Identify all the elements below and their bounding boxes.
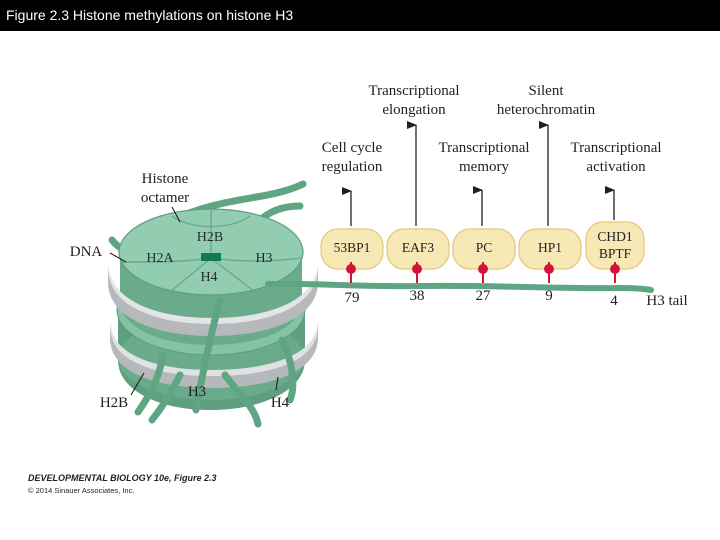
- octamer-h2b-label: H2B: [197, 230, 223, 245]
- credit-line-1: DEVELOPMENTAL BIOLOGY 10e, Figure 2.3: [28, 473, 217, 483]
- function-transcriptional-memory-line2: memory: [459, 159, 509, 175]
- function-transcriptional-memory-line1: Transcriptional: [438, 140, 529, 156]
- figure-title: Figure 2.3 Histone methylations on histo…: [6, 7, 294, 23]
- dna-label: DNA: [70, 244, 103, 260]
- bottom-h4-label: H4: [271, 395, 290, 411]
- methyl-mark-4: [610, 262, 620, 283]
- reader-box-pc: PC: [452, 228, 516, 270]
- residue-79: 79: [345, 290, 360, 306]
- title-bar: Figure 2.3 Histone methylations on histo…: [0, 0, 720, 31]
- methyl-mark-38: [412, 262, 422, 283]
- reader-hp1-label: HP1: [538, 240, 562, 255]
- reader-pc-label: PC: [476, 240, 493, 255]
- reader-bptf-label: BPTF: [599, 246, 632, 261]
- function-cell-cycle-line1: Cell cycle: [322, 140, 383, 156]
- methyl-mark-27: [478, 262, 488, 283]
- function-transcriptional-activation-line1: Transcriptional: [570, 140, 661, 156]
- h3-tail-label: H3 tail: [646, 293, 687, 309]
- function-transcriptional-activation-line2: activation: [586, 159, 646, 175]
- residue-4: 4: [610, 293, 618, 309]
- function-silent-heterochromatin-line2: heterochromatin: [497, 102, 596, 118]
- residue-9: 9: [545, 288, 553, 304]
- residue-27: 27: [476, 288, 492, 304]
- nucleosome: H2B H2A H3 H4: [108, 208, 318, 410]
- function-arrows: [342, 121, 615, 226]
- leader-lines: [109, 206, 279, 396]
- histone-octamer-label-line2: octamer: [141, 190, 189, 206]
- methyl-mark-9: [544, 262, 554, 283]
- residue-38: 38: [410, 288, 425, 304]
- reader-box-hp1: HP1: [518, 228, 582, 270]
- reader-box-53bp1: 53BP1: [320, 228, 384, 270]
- reader-eaf3-label: EAF3: [402, 240, 435, 255]
- h3-tail-strand: [265, 280, 654, 293]
- reader-box-chd1-bptf: CHD1 BPTF: [585, 221, 645, 270]
- reader-53bp1-label: 53BP1: [334, 240, 371, 255]
- octamer-h3-label: H3: [255, 251, 272, 266]
- octamer-h4-label: H4: [200, 270, 217, 285]
- reader-box-eaf3: EAF3: [386, 228, 450, 270]
- function-transcriptional-elongation-line1: Transcriptional: [368, 83, 459, 99]
- bottom-h2b-label: H2B: [100, 395, 128, 411]
- histone-octamer-label-line1: Histone: [142, 171, 189, 187]
- function-silent-heterochromatin-line1: Silent: [528, 83, 564, 99]
- reader-chd1-label: CHD1: [597, 229, 632, 244]
- credit-line-2: © 2014 Sinauer Associates, Inc.: [28, 486, 135, 495]
- figure-credit: DEVELOPMENTAL BIOLOGY 10e, Figure 2.3 © …: [28, 473, 217, 495]
- function-cell-cycle-line2: regulation: [322, 159, 383, 175]
- methyl-mark-79: [346, 262, 356, 283]
- octamer-h2a-label: H2A: [146, 251, 174, 266]
- bottom-h3-label: H3: [188, 384, 206, 400]
- methyl-marks: [346, 262, 620, 283]
- function-transcriptional-elongation-line2: elongation: [382, 102, 446, 118]
- histone-tails-front: [134, 296, 297, 428]
